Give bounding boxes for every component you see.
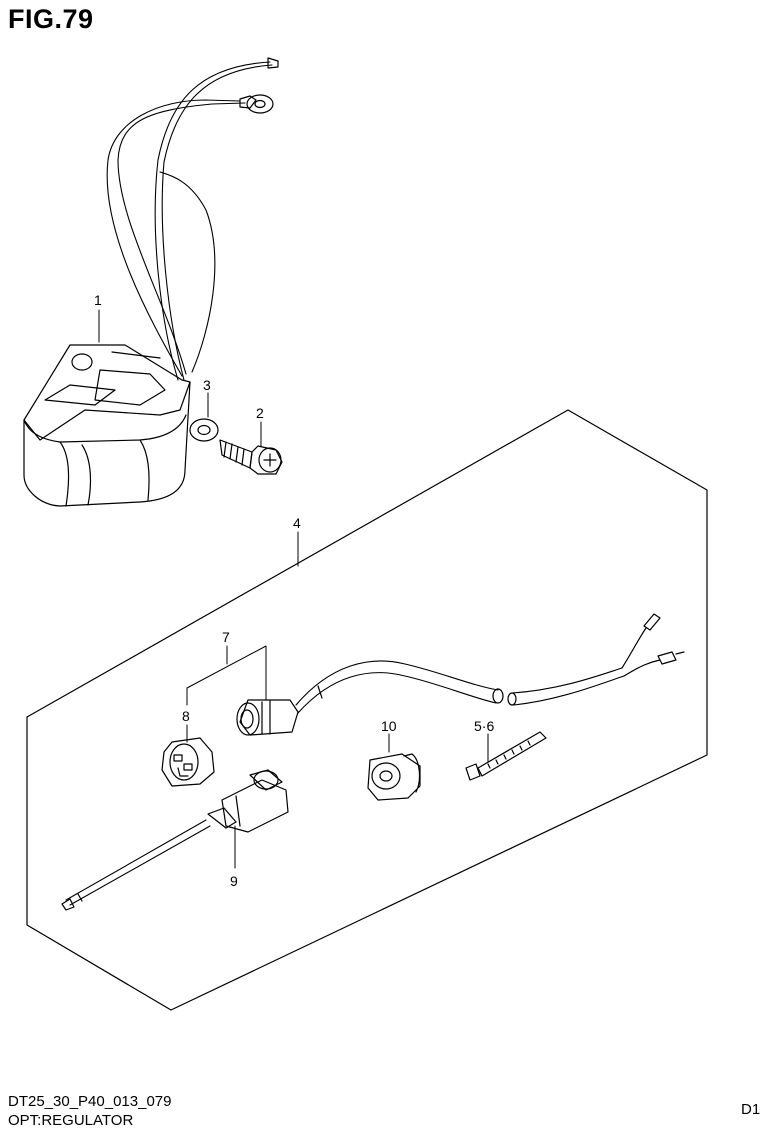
callout-1: 1 [94, 292, 102, 308]
connector-housing-part [161, 737, 215, 787]
callout-5-6: 5·6 [474, 718, 494, 734]
callout-8: 8 [182, 708, 190, 724]
callout-2: 2 [256, 405, 264, 421]
figure-name: OPT:REGULATOR [8, 1112, 134, 1129]
callout-10: 10 [381, 718, 397, 734]
regulator-part [23, 57, 279, 507]
callout-3: 3 [203, 377, 211, 393]
screw-part [219, 439, 283, 475]
figure-title: FIG.79 [8, 4, 94, 34]
leader-lines [98, 309, 489, 869]
figure-code: DT25_30_P40_013_079 [8, 1093, 172, 1110]
callout-4: 4 [293, 515, 301, 531]
washer-part [189, 418, 219, 442]
connector-assembly-part [236, 613, 685, 736]
page-mark: D1 [741, 1101, 761, 1118]
callout-7: 7 [222, 629, 230, 645]
kit-outline [26, 409, 708, 1011]
wire-connector-part [61, 769, 289, 911]
callout-9: 9 [230, 873, 238, 889]
grommet-part [367, 753, 421, 801]
cable-tie-part [465, 731, 547, 781]
